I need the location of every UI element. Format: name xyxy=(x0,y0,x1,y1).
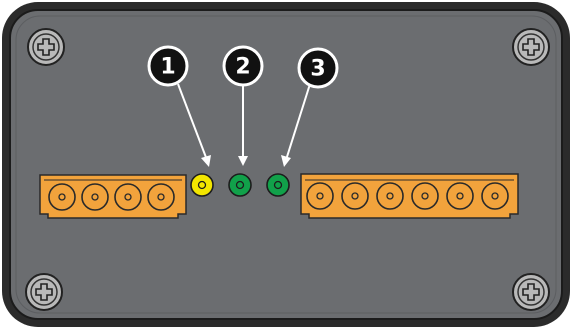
callout-leader-3 xyxy=(285,83,311,161)
callout-badge-3: 3 xyxy=(297,47,339,89)
left-terminal-connector xyxy=(39,174,187,219)
terminal-pin xyxy=(114,183,142,211)
terminal-pin xyxy=(81,183,109,211)
terminal-pin xyxy=(306,182,334,210)
led-2 xyxy=(228,173,252,197)
callout-number-1: 1 xyxy=(160,55,175,80)
callout-badge-2: 2 xyxy=(222,45,264,87)
right-terminal-connector xyxy=(300,173,519,219)
terminal-pin xyxy=(376,182,404,210)
front-panel xyxy=(9,9,563,320)
screw-bottom-right xyxy=(512,273,550,311)
callout-number-2: 2 xyxy=(235,55,250,80)
led-1 xyxy=(190,173,214,197)
terminal-pin xyxy=(341,182,369,210)
terminal-pin xyxy=(48,183,76,211)
callout-arrow-2 xyxy=(238,156,248,166)
front-panel-inner-edge xyxy=(15,15,557,314)
terminal-pin xyxy=(147,183,175,211)
callout-number-3: 3 xyxy=(310,57,325,82)
callout-arrow-1 xyxy=(201,155,211,167)
callout-leader-1 xyxy=(177,83,208,161)
terminal-pin xyxy=(411,182,439,210)
terminal-pin xyxy=(481,182,509,210)
screw-top-right xyxy=(512,28,550,66)
led-3 xyxy=(266,173,290,197)
screw-bottom-left xyxy=(25,273,63,311)
callout-badge-1: 1 xyxy=(147,45,189,87)
terminal-pin xyxy=(446,182,474,210)
callout-arrow-3 xyxy=(281,155,291,167)
screw-top-left xyxy=(27,28,65,66)
